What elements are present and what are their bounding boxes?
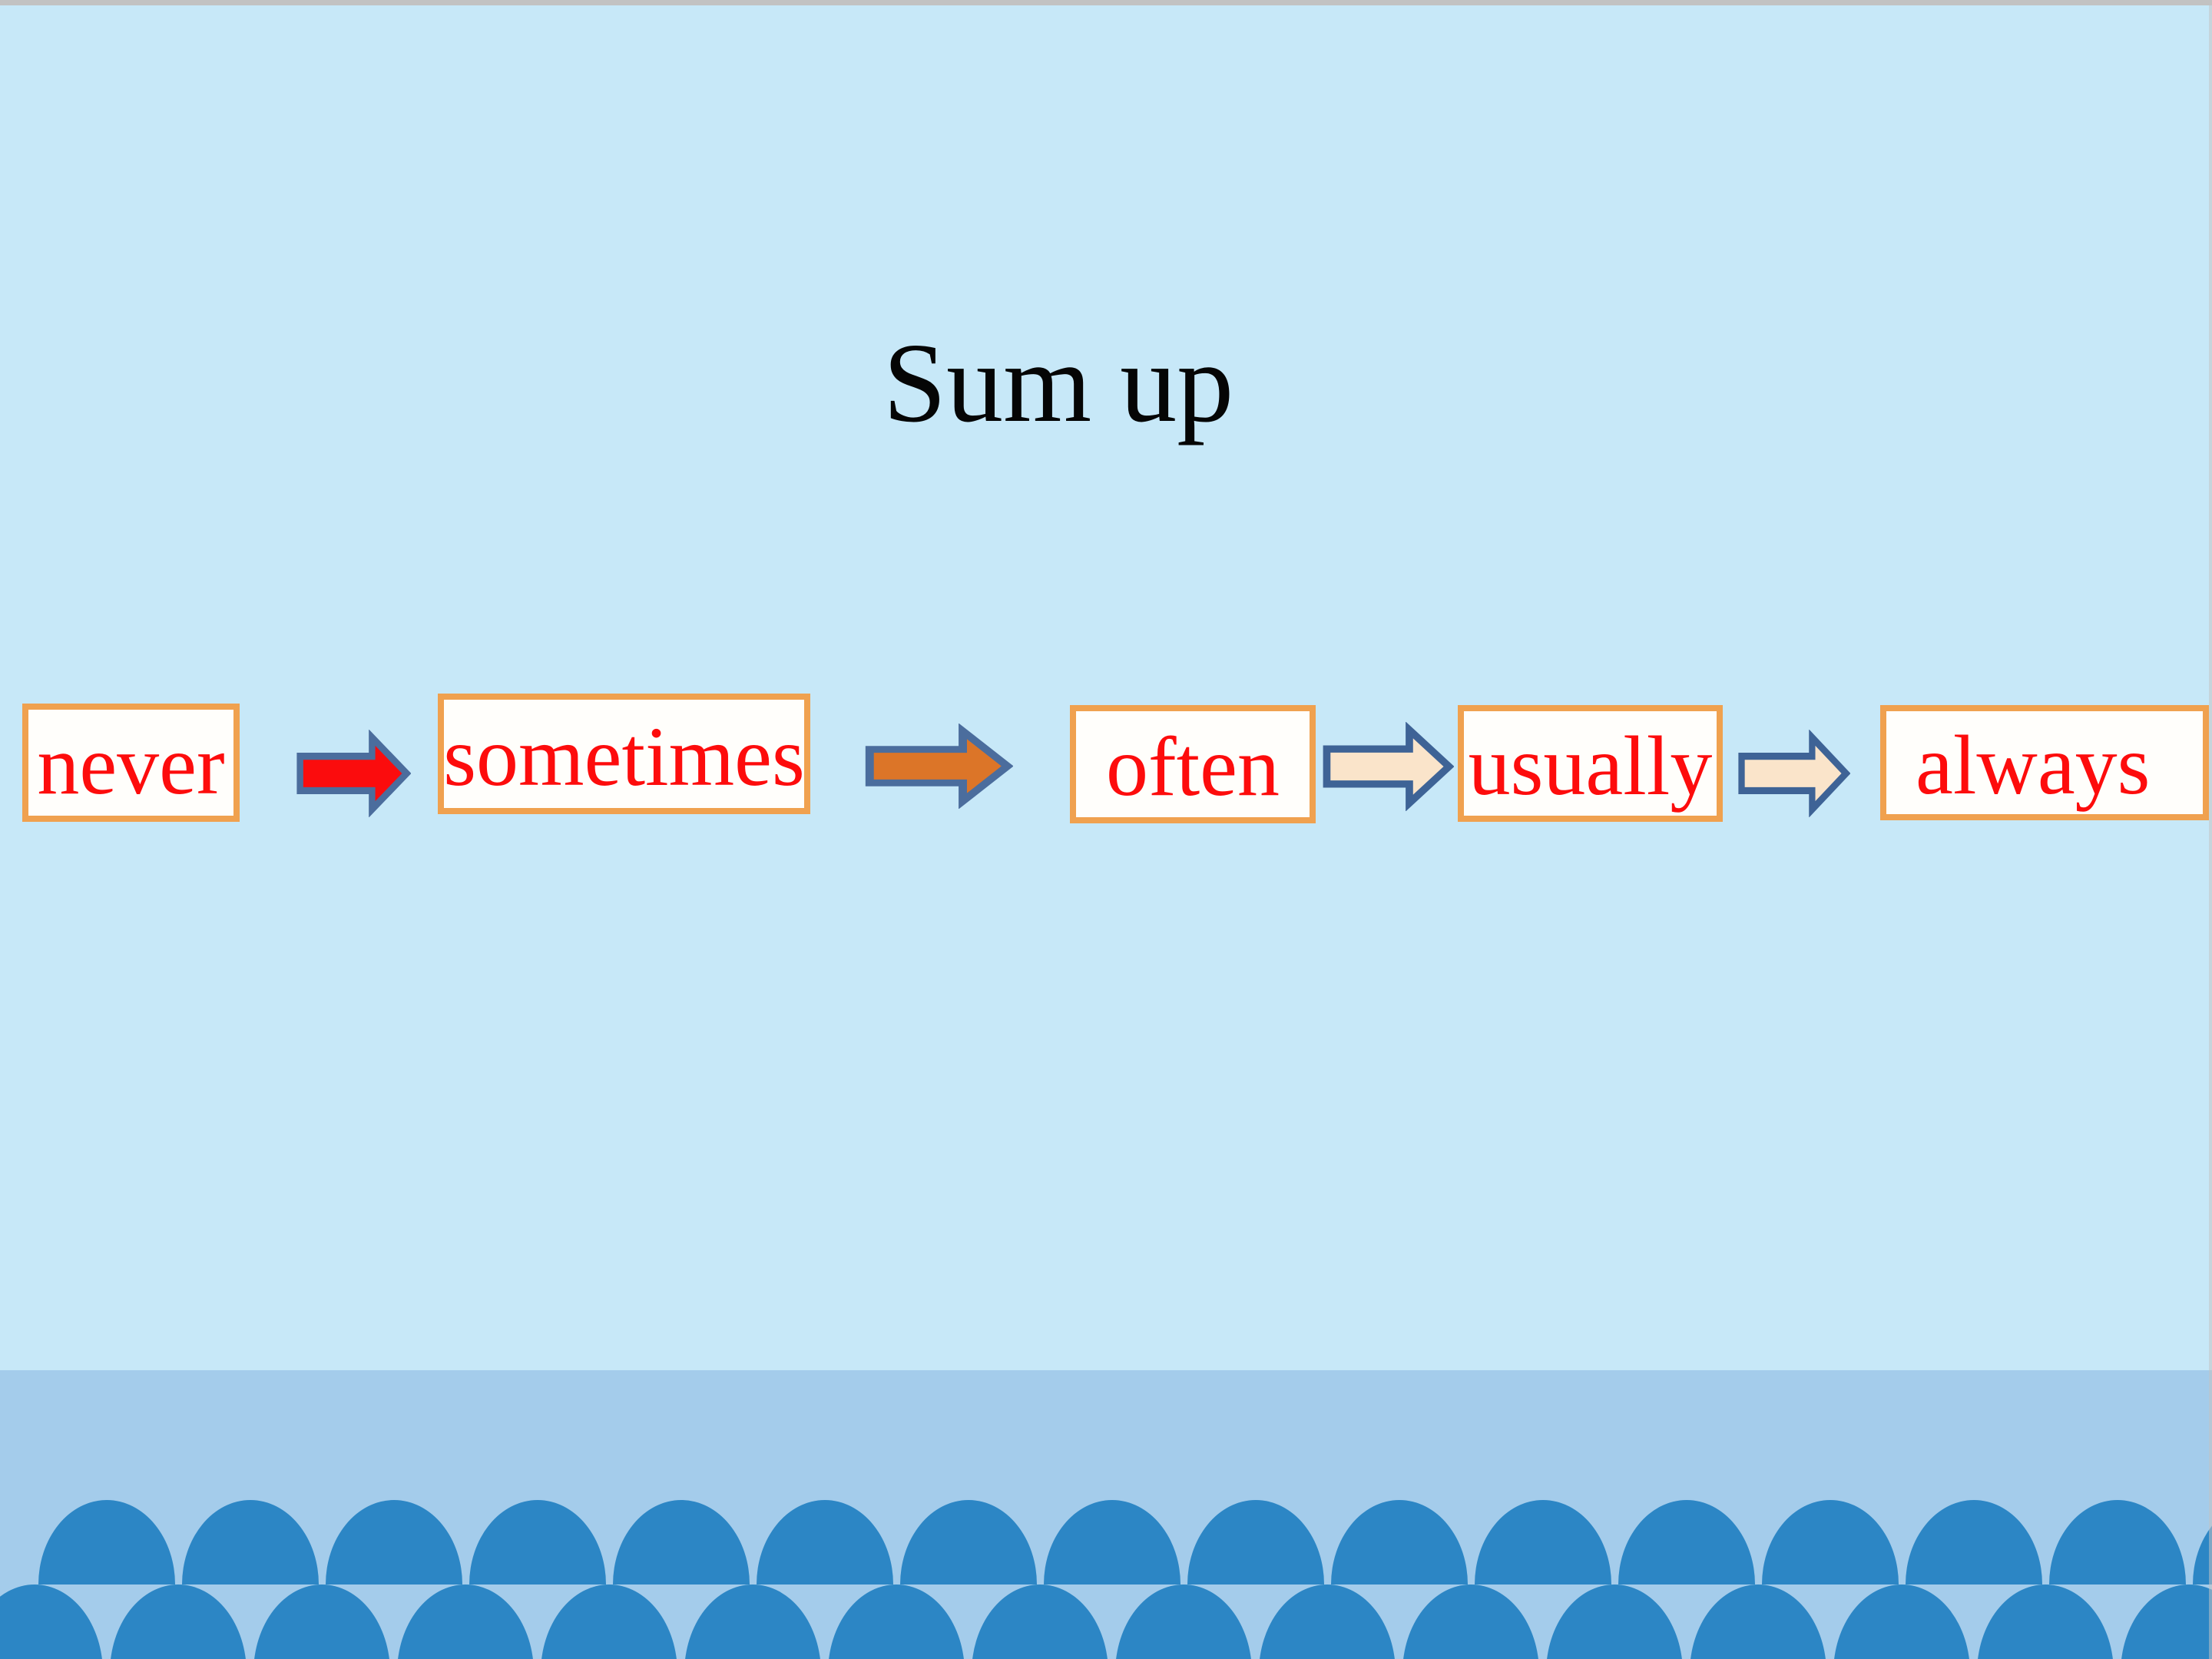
word-label-never: never	[37, 718, 225, 812]
word-label-usually: usually	[1468, 719, 1713, 813]
window-edge-top	[0, 0, 2212, 5]
slide-title: Sum up	[882, 320, 1234, 446]
right-arrow-icon	[1738, 730, 1850, 817]
word-box-never: never	[22, 704, 240, 822]
right-arrow-icon	[1323, 722, 1454, 811]
word-box-usually: usually	[1458, 705, 1723, 822]
word-label-often: often	[1105, 720, 1280, 813]
right-arrow-icon	[865, 724, 1013, 809]
word-box-sometimes: sometimes	[438, 694, 810, 814]
window-edge-right	[2209, 0, 2212, 1659]
word-label-sometimes: sometimes	[443, 709, 805, 803]
word-box-often: often	[1070, 705, 1316, 823]
footer-band	[0, 1370, 2212, 1659]
word-label-always: always	[1916, 718, 2151, 812]
right-arrow-icon	[296, 730, 411, 817]
word-box-always: always	[1880, 705, 2209, 820]
